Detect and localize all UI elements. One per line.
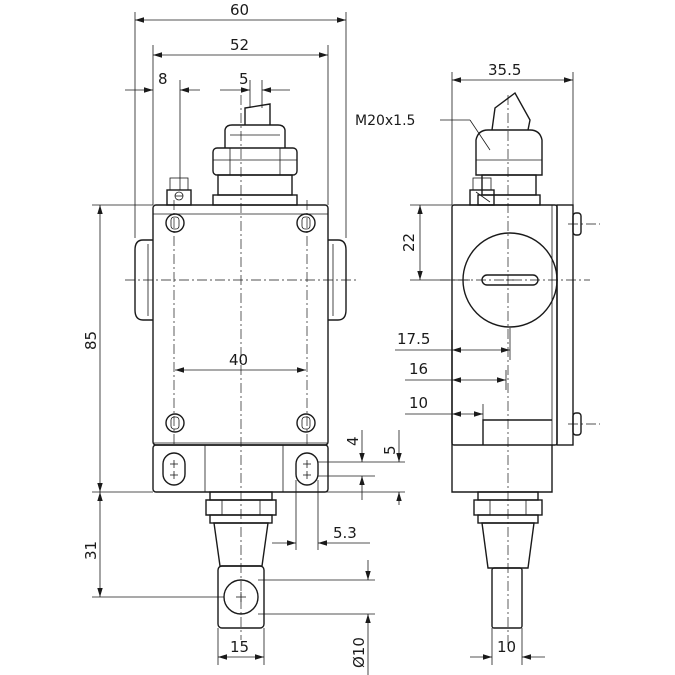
screw-top-left <box>165 213 185 233</box>
dim-10-bottom: 10 <box>497 638 516 656</box>
dim-15: 15 <box>230 638 249 656</box>
dimension-labels: 60 52 8 5 M20x1.5 35.5 85 22 40 17.5 16 … <box>82 1 521 668</box>
slot-hole-right <box>295 452 319 486</box>
dim-depth-35-5: 35.5 <box>488 61 521 79</box>
front-view <box>125 95 356 640</box>
side-housing <box>451 204 558 446</box>
dim-width-52: 52 <box>230 36 249 54</box>
screw-bottom-left <box>165 413 185 433</box>
dim-10-side: 10 <box>409 394 428 412</box>
dim-height-85: 85 <box>82 331 100 350</box>
side-lower-block <box>451 445 553 493</box>
side-cable-gland <box>475 91 543 206</box>
dim-offset-8: 8 <box>158 70 168 88</box>
slot-hole-left <box>162 452 186 486</box>
front-housing <box>152 204 329 446</box>
screw-bottom-right <box>296 413 316 433</box>
dim-shaft-5: 5 <box>239 70 249 88</box>
dimension-lines <box>92 12 574 675</box>
cable-gland <box>212 103 298 206</box>
dim-5: 5 <box>381 445 399 455</box>
dim-hole-spacing-40: 40 <box>229 351 248 369</box>
dim-17-5: 17.5 <box>397 330 430 348</box>
dim-5-3: 5.3 <box>333 524 357 542</box>
dim-offset-22: 22 <box>400 233 418 252</box>
dim-width-60: 60 <box>230 1 249 19</box>
dim-diameter-10: Ø10 <box>350 637 368 668</box>
front-mounting-plate <box>152 444 329 493</box>
dim-31: 31 <box>82 541 100 560</box>
ground-terminal <box>166 177 192 206</box>
screw-top-right <box>296 213 316 233</box>
dim-thread: M20x1.5 <box>355 113 415 129</box>
side-view <box>440 91 600 645</box>
dim-4: 4 <box>344 436 362 446</box>
side-cover <box>556 204 574 446</box>
dim-16: 16 <box>409 360 428 378</box>
